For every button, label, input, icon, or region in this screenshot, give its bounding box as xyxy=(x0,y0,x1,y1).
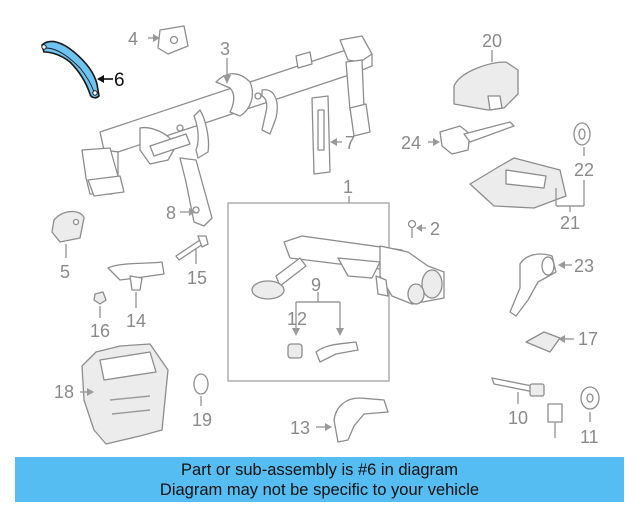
part-5-cover[interactable] xyxy=(51,210,85,243)
part-2-screw[interactable] xyxy=(407,219,417,239)
callout-16: 16 xyxy=(90,321,110,341)
callout-6-arrow xyxy=(97,75,104,83)
part-11-washer[interactable] xyxy=(580,386,600,410)
part-10-lock-cylinder[interactable] xyxy=(491,377,563,438)
callout-24: 24 xyxy=(401,133,421,153)
callout-13: 13 xyxy=(290,418,310,438)
part-23-lever[interactable] xyxy=(509,253,557,317)
part-4-bracket[interactable] xyxy=(157,25,189,55)
part-7-plate[interactable] xyxy=(311,95,331,175)
callout-10: 10 xyxy=(508,408,528,428)
banner-line-1: Part or sub-assembly is #6 in diagram xyxy=(181,460,458,479)
callout-2: 2 xyxy=(430,219,440,239)
callout-23: 23 xyxy=(574,256,594,276)
part-13-bracket[interactable] xyxy=(333,397,389,443)
part-14-bracket[interactable] xyxy=(107,261,165,291)
callout-21: 21 xyxy=(560,213,580,233)
part-16-nut[interactable] xyxy=(93,291,107,305)
part-6-brace[interactable] xyxy=(41,40,100,99)
callout-12: 12 xyxy=(287,309,307,329)
info-banner: Part or sub-assembly is #6 in diagram Di… xyxy=(15,457,624,502)
callout-20: 20 xyxy=(482,31,502,51)
callout-11: 11 xyxy=(580,427,599,447)
callout-7: 7 xyxy=(345,133,355,153)
part-24-switch[interactable] xyxy=(439,121,515,155)
callout-14: 14 xyxy=(126,311,146,331)
callout-4: 4 xyxy=(128,29,138,49)
part-12-bushing[interactable] xyxy=(287,343,303,359)
callout-3: 3 xyxy=(220,39,230,59)
callout-22: 22 xyxy=(574,160,594,180)
part-8-bracket[interactable] xyxy=(179,157,213,227)
part-19-grommet[interactable] xyxy=(193,373,209,395)
part-22-ring[interactable] xyxy=(573,122,591,146)
callout-15: 15 xyxy=(187,268,207,288)
callout-1: 1 xyxy=(343,177,353,197)
part-15-bolt[interactable] xyxy=(175,235,209,261)
callout-9: 9 xyxy=(311,275,321,295)
banner-line-2: Diagram may not be specific to your vehi… xyxy=(159,480,480,499)
part-21-lower-shroud[interactable] xyxy=(469,157,567,209)
callout-19: 19 xyxy=(192,410,212,430)
part-9-lever[interactable] xyxy=(315,341,359,363)
part-18-panel[interactable] xyxy=(81,343,169,445)
part-1-steering-column[interactable] xyxy=(251,235,445,305)
callout-18: 18 xyxy=(54,382,74,402)
callout-8: 8 xyxy=(166,203,176,223)
part-20-shroud[interactable] xyxy=(453,61,519,111)
callout-6: 6 xyxy=(114,70,125,91)
part-17-pad[interactable] xyxy=(525,331,561,353)
callout-5: 5 xyxy=(60,262,70,282)
part-3-crossbeam[interactable] xyxy=(81,35,373,197)
callout-17: 17 xyxy=(578,329,598,349)
